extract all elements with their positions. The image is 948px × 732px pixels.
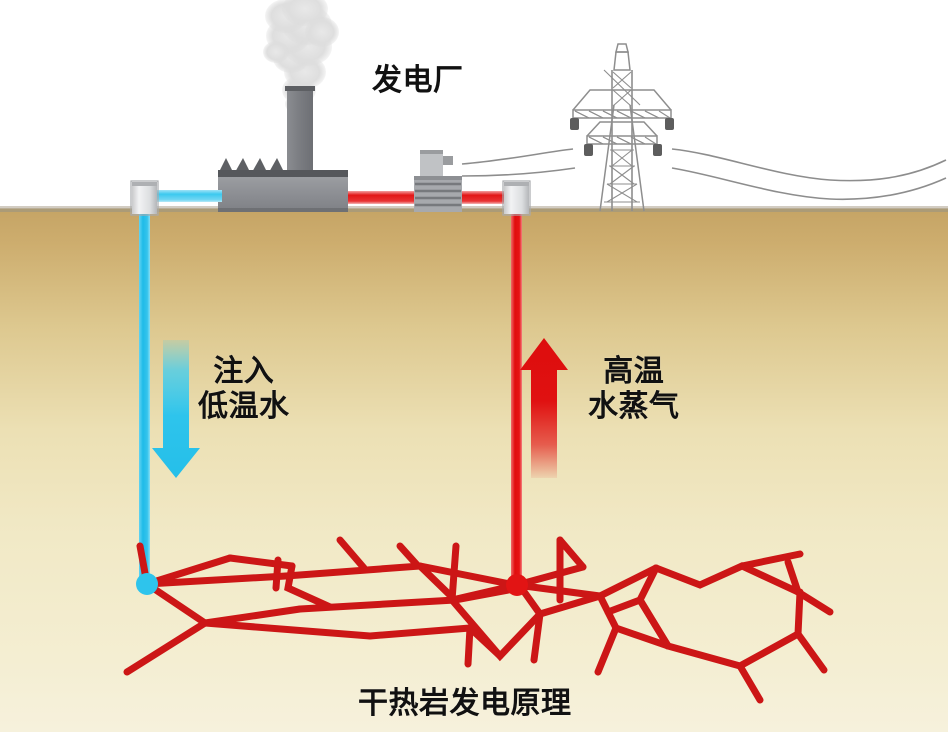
power-plant-building <box>218 158 348 212</box>
chimney <box>287 86 313 170</box>
production-pipe-hot-b <box>462 191 514 204</box>
label-power-plant: 发电厂 <box>372 63 464 98</box>
label-production-hot-steam: 高温 水蒸气 <box>588 354 680 424</box>
fracture-network <box>123 536 834 704</box>
ground-surface-line <box>0 208 948 212</box>
transmission-tower <box>570 43 674 212</box>
injection-wellhead <box>130 180 159 216</box>
production-pipe-hot-a <box>348 191 414 204</box>
diagram-caption: 干热岩发电原理 <box>358 686 572 721</box>
injection-well-bore <box>139 205 150 587</box>
production-node <box>506 574 528 596</box>
production-wellhead <box>502 180 531 216</box>
down-arrow-cold <box>152 340 200 478</box>
ground-subsurface <box>0 212 948 732</box>
production-well-bore <box>511 205 522 587</box>
sky-background <box>0 0 948 212</box>
chimney-rim <box>285 86 315 91</box>
up-arrow-hot <box>520 338 568 478</box>
label-injection-cold-water: 注入 低温水 <box>198 354 290 424</box>
injection-pipe-cold <box>152 190 222 202</box>
injection-node <box>136 573 158 595</box>
power-lines <box>461 148 947 201</box>
transformer-unit <box>414 150 462 212</box>
ground-surface-highlight <box>0 206 948 209</box>
